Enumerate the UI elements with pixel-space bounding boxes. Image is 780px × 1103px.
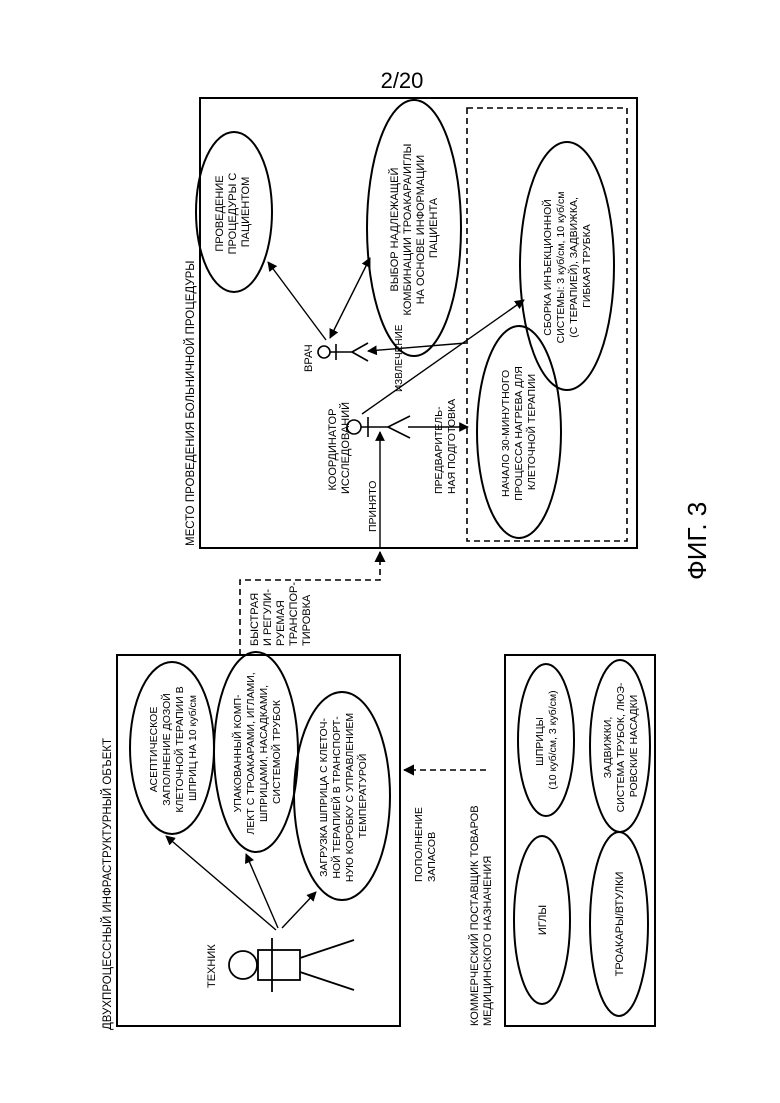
arrow-extraction <box>368 343 466 351</box>
arrow-tech-kit <box>246 854 278 928</box>
uc-kit: УПАКОВАННЫЙ КОМП- ЛЕКТ С ТРОАКАРАМИ, ИГЛ… <box>214 652 298 852</box>
svg-text:АСЕПТИЧЕСКОЕ ЗАПОЛНЕНИЕ: АСЕПТИЧЕСКОЕ ЗАПОЛНЕНИЕ ДОЗОЙ КЛЕТОЧНОЙ … <box>148 683 199 812</box>
supplier-title: КОММЕРЧЕСКИЙ ПОСТАВЩИК ТОВАРОВ МЕДИЦИНСК… <box>468 802 494 1026</box>
svg-text:ЗАГРУЗКА ШПРИЦА С КЛЕТОЧ-: ЗАГРУЗКА ШПРИЦА С КЛЕТОЧ- НОЙ ТЕРАПИЕЙ В… <box>318 710 369 882</box>
arrow-tech-loading <box>282 892 316 928</box>
technician-label: ТЕХНИК <box>206 944 218 988</box>
svg-text:ВЫБОР НАДЛЕЖАЩЕЙ КОМБИНА: ВЫБОР НАДЛЕЖАЩЕЙ КОМБИНАЦИИ ТРОАКАРА/ИГЛ… <box>388 141 440 316</box>
label-accepted: ПРИНЯТО <box>367 481 379 532</box>
label-prep: ПРЕДВАРИТЕЛЬ- НАЯ ПОДГОТОВКА <box>433 399 458 494</box>
svg-text:ШПРИЦЫ (10 куб/см, 3 куб: ШПРИЦЫ (10 куб/см, 3 куб/см) <box>534 690 559 789</box>
item-valves: ЗАДВИЖКИ, СИСТЕМА ТРУБОК, ЛЮЭ- РОВСКИЕ Н… <box>590 660 650 832</box>
doctor-actor <box>318 343 368 361</box>
coordinator-label: КООРДИНАТОР ИССЛЕДОВАНИЙ <box>327 402 352 494</box>
uc-aseptic: АСЕПТИЧЕСКОЕ ЗАПОЛНЕНИЕ ДОЗОЙ КЛЕТОЧНОЙ … <box>130 662 214 834</box>
svg-text:ИГЛЫ: ИГЛЫ <box>537 905 549 935</box>
arrow-doctor-selection <box>330 258 370 338</box>
uc-procedure: ПРОВЕДЕНИЕ ПРОЦЕДУРЫ С ПАЦИЕНТОМ <box>196 132 272 292</box>
item-needles: ИГЛЫ <box>514 836 570 1004</box>
svg-text:СБОРКА ИНЪЕКЦИОННОЙ СИСТ: СБОРКА ИНЪЕКЦИОННОЙ СИСТЕМЫ: 3 куб/см, 1… <box>541 189 593 344</box>
item-trocars: ТРОАКАРЫ/ВТУЛКИ <box>590 832 648 1016</box>
coordinator-actor <box>347 416 410 438</box>
label-extraction: ИЗВЛЕЧЕНИЕ <box>394 324 405 392</box>
uc-selection: ВЫБОР НАДЛЕЖАЩЕЙ КОМБИНАЦИИ ТРОАКАРА/ИГЛ… <box>367 100 461 356</box>
doctor-label: ВРАЧ <box>303 344 315 372</box>
facility-title: ДВУХПРОЦЕССНЫЙ ИНФРАСТРУКТУРНЫЙ ОБЪЕКТ <box>101 738 114 1030</box>
arrow-doctor-procedure <box>268 262 326 340</box>
svg-text:УПАКОВАННЫЙ КОМП- ЛЕКТ С: УПАКОВАННЫЙ КОМП- ЛЕКТ С ТРОАКАРАМИ, ИГЛ… <box>231 669 283 834</box>
restock-label: ПОПОЛНЕНИЕ ЗАПАСОВ <box>413 804 438 882</box>
svg-text:ТРОАКАРЫ/ВТУЛКИ: ТРОАКАРЫ/ВТУЛКИ <box>614 872 626 977</box>
svg-text:ЗАДВИЖКИ, СИСТЕМА ТРУБОК: ЗАДВИЖКИ, СИСТЕМА ТРУБОК, ЛЮЭ- РОВСКИЕ Н… <box>602 680 640 813</box>
hospital-title: МЕСТО ПРОВЕДЕНИЯ БОЛЬНИЧНОЙ ПРОЦЕДУРЫ <box>184 261 197 546</box>
uc-loading: ЗАГРУЗКА ШПРИЦА С КЛЕТОЧ- НОЙ ТЕРАПИЕЙ В… <box>294 692 390 900</box>
technician-actor <box>229 938 354 992</box>
uc-assembly: СБОРКА ИНЪЕКЦИОННОЙ СИСТЕМЫ: 3 куб/см, 1… <box>520 142 614 390</box>
transport-label: БЫСТРАЯ И РЕГУЛИ- РУЕМАЯ ТРАНСПОР- ТИРОВ… <box>249 579 313 646</box>
svg-text:ПРОВЕДЕНИЕ ПРОЦЕДУРЫ С: ПРОВЕДЕНИЕ ПРОЦЕДУРЫ С ПАЦИЕНТОМ <box>214 170 252 255</box>
svg-text:НАЧАЛО 30-МИНУТНОГО ПРОЦ: НАЧАЛО 30-МИНУТНОГО ПРОЦЕССА НАГРЕВА ДЛЯ… <box>500 363 538 500</box>
item-syringes: ШПРИЦЫ (10 куб/см, 3 куб/см) <box>518 664 574 816</box>
uc-heating: НАЧАЛО 30-МИНУТНОГО ПРОЦЕССА НАГРЕВА ДЛЯ… <box>477 326 561 538</box>
arrow-tech-aseptic <box>166 836 276 930</box>
figure-label: ФИГ. 3 <box>682 502 712 580</box>
